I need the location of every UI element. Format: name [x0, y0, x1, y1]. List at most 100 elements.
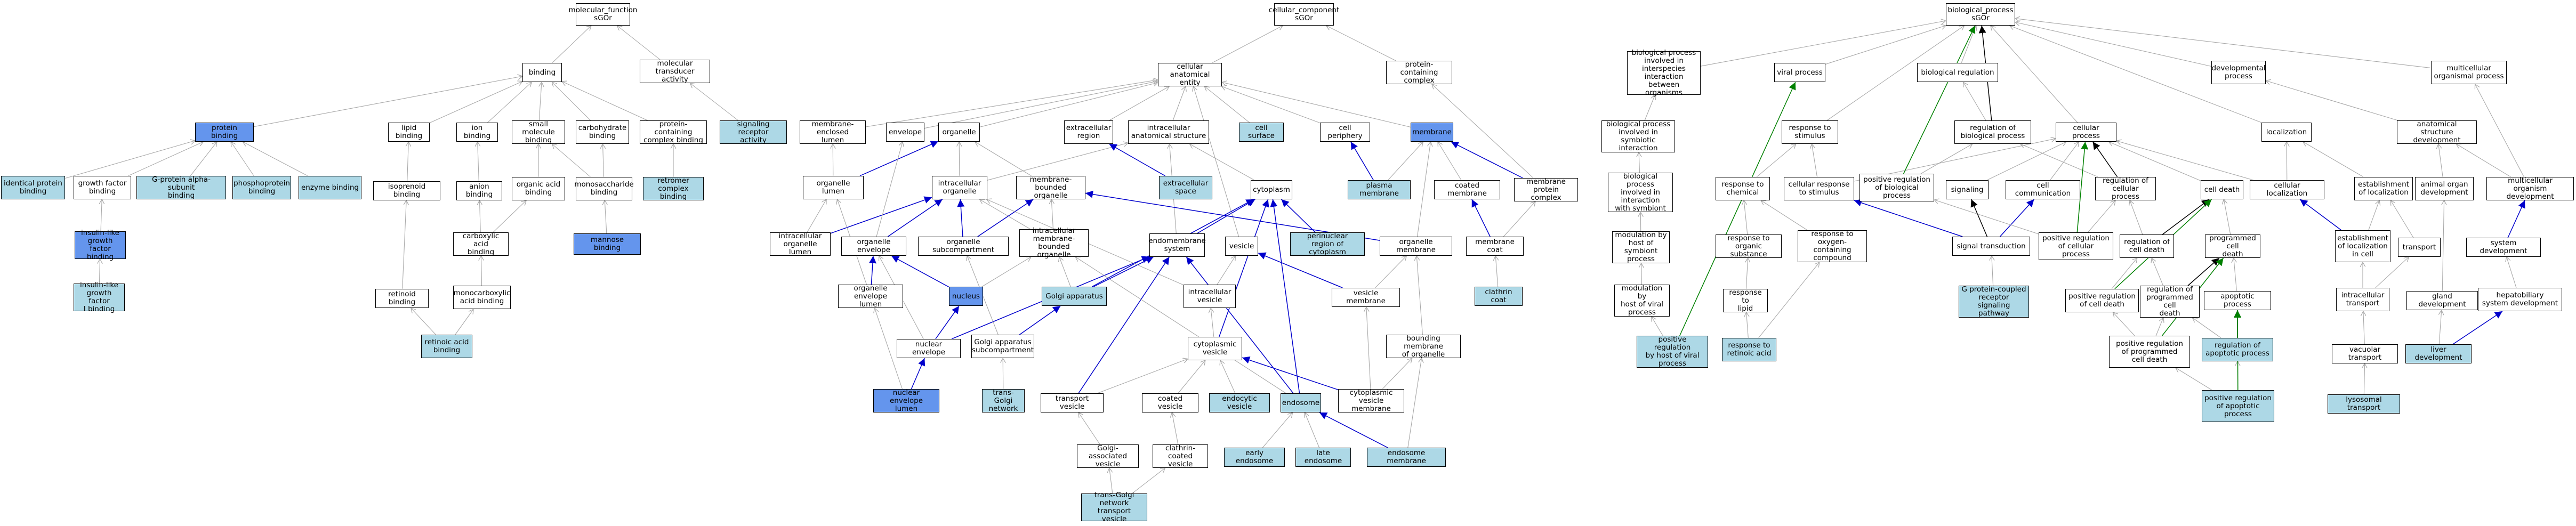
go-term-memcoat[interactable]: membrane coat — [1466, 237, 1524, 256]
go-term-coatedves[interactable]: coated vesicle — [1142, 393, 1198, 412]
go-term-membrane[interactable]: membrane — [1411, 123, 1453, 142]
go-term-regcelldeath[interactable]: regulation of cell death — [2120, 234, 2174, 258]
go-term-endomem[interactable]: endomembrane system — [1148, 233, 1206, 257]
go-term-hepatobil[interactable]: hepatobiliary system development — [2478, 288, 2562, 311]
go-term-cellproc[interactable]: cellular process — [2056, 123, 2116, 142]
go-term-cellcomm[interactable]: cell communication — [2006, 180, 2080, 199]
go-term-envelope[interactable]: envelope — [886, 123, 924, 142]
go-term-transportves[interactable]: transport vesicle — [1041, 393, 1104, 412]
go-term-phosbind[interactable]: phosphoprotein binding — [232, 176, 291, 199]
go-term-gpcr[interactable]: G protein-coupled receptor signaling pat… — [1959, 286, 2029, 318]
go-term-liverdev[interactable]: liver development — [2405, 344, 2472, 363]
go-term-golgiassoc[interactable]: Golgi-associated vesicle — [1077, 444, 1139, 468]
go-term-transport[interactable]: transport — [2398, 238, 2441, 257]
go-term-isoprenoid[interactable]: isoprenoid binding — [373, 181, 440, 200]
go-term-orgenvlumen[interactable]: organelle envelope lumen — [838, 284, 903, 308]
go-term-tgnves[interactable]: trans-Golgi network transport vesicle — [1081, 491, 1147, 523]
go-term-signaling[interactable]: signaling — [1946, 180, 1989, 199]
go-term-intraanat[interactable]: intracellular anatomical structure — [1128, 120, 1209, 144]
go-term-bioreg[interactable]: biological regulation — [1917, 63, 1998, 82]
go-term-posregcelldeath[interactable]: positive regulation of cell death — [2065, 289, 2139, 312]
go-term-orgsub[interactable]: organelle subcompartment — [918, 237, 1009, 256]
go-term-orgacid[interactable]: organic acid binding — [512, 177, 565, 200]
go-term-memprotcomplex[interactable]: membrane protein complex — [1514, 177, 1578, 201]
go-term-extspace[interactable]: extracellular space — [1159, 176, 1212, 199]
go-term-perinuclear[interactable]: perinuclear region of cytoplasm — [1290, 232, 1365, 256]
go-term-plasmamem[interactable]: plasma membrane — [1348, 180, 1411, 199]
go-term-endomemb[interactable]: endosome membrane — [1367, 448, 1446, 467]
go-term-vacuolar[interactable]: vacuolar transport — [2332, 344, 2398, 363]
go-term-monocarb[interactable]: monocarboxylic acid binding — [453, 286, 511, 309]
go-term-igfi[interactable]: insulin-like growth factor I binding — [74, 281, 125, 313]
go-term-vesmem[interactable]: vesicle membrane — [1332, 288, 1400, 307]
go-term-multiorg[interactable]: multicellular organismal process — [2431, 61, 2507, 84]
go-term-intrambo[interactable]: intracellular membrane-bounded organelle — [1019, 227, 1089, 259]
go-term-cellloc[interactable]: cellular localization — [2250, 180, 2324, 199]
go-term-galpha[interactable]: G-protein alpha-subunit binding — [136, 175, 226, 199]
go-term-posregpcd[interactable]: positive regulation of programmed cell d… — [2109, 336, 2190, 368]
go-term-regpcd[interactable]: regulation of programmed cell death — [2140, 286, 2200, 318]
go-term-apoptotic[interactable]: apoptotic process — [2204, 291, 2271, 310]
go-term-glanddev[interactable]: gland development — [2406, 291, 2478, 310]
go-term-regbp[interactable]: regulation of biological process — [1954, 120, 2031, 144]
go-term-nuclumen[interactable]: nuclear envelope lumen — [873, 389, 939, 412]
go-term-animalorgan[interactable]: animal organ development — [2415, 177, 2474, 200]
go-term-enzbind[interactable]: enzyme binding — [299, 176, 361, 199]
go-term-carbbind[interactable]: carbohydrate binding — [576, 120, 629, 144]
go-term-lateendo[interactable]: late endosome — [1295, 448, 1351, 467]
go-term-mtransducer[interactable]: molecular transducer activity — [640, 59, 710, 83]
go-term-cc[interactable]: cellular_component sGOr — [1269, 3, 1339, 26]
go-term-pcbind[interactable]: protein-containing complex binding — [640, 120, 707, 144]
go-term-regapop[interactable]: regulation of apoptotic process — [2202, 338, 2273, 361]
go-term-resporgsub[interactable]: response to organic substance — [1716, 234, 1782, 258]
go-term-respoxy[interactable]: response to oxygen-containing compound — [1798, 230, 1867, 262]
go-term-golgisub[interactable]: Golgi apparatus subcompartment — [971, 335, 1034, 358]
go-term-clathrinves[interactable]: clathrin-coated vesicle — [1153, 444, 1208, 468]
go-term-smallmol[interactable]: small molecule binding — [512, 120, 565, 144]
go-term-posregbp[interactable]: positive regulation of biological proces… — [1859, 174, 1934, 201]
go-term-coatedmem[interactable]: coated membrane — [1434, 180, 1500, 199]
go-term-symbiont[interactable]: biological process involved in interacti… — [1608, 172, 1673, 212]
go-term-sysdev[interactable]: system development — [2466, 238, 2541, 257]
go-term-mf[interactable]: molecular_function sGOr — [569, 3, 637, 26]
go-term-cytovesmem[interactable]: cytoplasmic vesicle membrane — [1338, 389, 1404, 412]
go-term-cae[interactable]: cellular anatomical entity — [1158, 62, 1222, 86]
go-term-membenclumen[interactable]: membrane-enclosed lumen — [800, 120, 866, 144]
go-term-cellsurface[interactable]: cell surface — [1239, 123, 1284, 142]
go-term-boundmemorg[interactable]: bounding membrane of organelle — [1386, 334, 1461, 358]
go-term-modviral[interactable]: modulation by host of viral process — [1614, 285, 1670, 317]
go-term-identprot[interactable]: identical protein binding — [1, 176, 65, 199]
go-term-cellperiph[interactable]: cell periphery — [1320, 123, 1370, 142]
go-term-viralproc[interactable]: viral process — [1774, 63, 1825, 82]
go-term-clathrincoat[interactable]: clathrin coat — [1475, 287, 1523, 306]
go-term-intravesicle[interactable]: intracellular vesicle — [1184, 285, 1236, 308]
go-term-organelle[interactable]: organelle — [938, 123, 980, 142]
go-term-localization[interactable]: localization — [2261, 123, 2312, 142]
go-term-cytovesicle[interactable]: cytoplasmic vesicle — [1188, 337, 1242, 360]
go-term-intratransport[interactable]: intracellular transport — [2336, 288, 2389, 311]
go-term-orgenv[interactable]: organelle envelope — [841, 237, 906, 256]
go-term-bp[interactable]: biological_process sGOr — [1946, 3, 2015, 26]
go-term-nucleus[interactable]: nucleus — [949, 287, 983, 306]
go-term-regcellproc[interactable]: regulation of cellular process — [2095, 176, 2156, 200]
go-term-golgi[interactable]: Golgi apparatus — [1042, 287, 1107, 306]
go-term-lipidbind[interactable]: lipid binding — [388, 123, 430, 142]
go-term-earlyendo[interactable]: early endosome — [1224, 448, 1285, 467]
go-term-ionbind[interactable]: ion binding — [456, 123, 498, 142]
go-term-endosome[interactable]: endosome — [1281, 393, 1321, 412]
go-term-monosacch[interactable]: monosaccharide binding — [574, 177, 634, 200]
go-term-orgmem[interactable]: organelle membrane — [1380, 237, 1452, 256]
go-term-anionbind[interactable]: anion binding — [456, 181, 502, 200]
go-term-intraorg[interactable]: intracellular organelle — [932, 176, 987, 199]
go-term-sigrec[interactable]: signaling receptor activity — [720, 120, 787, 144]
go-term-pcc[interactable]: protein-containing complex — [1386, 60, 1452, 84]
go-term-endocytic[interactable]: endocytic vesicle — [1209, 393, 1270, 412]
go-term-interspecies[interactable]: biological process involved in interspec… — [1627, 49, 1701, 97]
go-term-resplipid[interactable]: response to lipid — [1723, 288, 1768, 312]
go-term-multisys[interactable]: multicellular organism development — [2486, 176, 2574, 200]
go-term-respretinoic[interactable]: response to retinoic acid — [1722, 338, 1776, 361]
go-term-devproc[interactable]: developmental process — [2211, 61, 2266, 84]
go-term-resp[interactable]: response to stimulus — [1782, 120, 1838, 144]
go-term-gfbind[interactable]: growth factor binding — [74, 176, 131, 199]
go-term-retinoid[interactable]: retinoid binding — [375, 289, 429, 308]
